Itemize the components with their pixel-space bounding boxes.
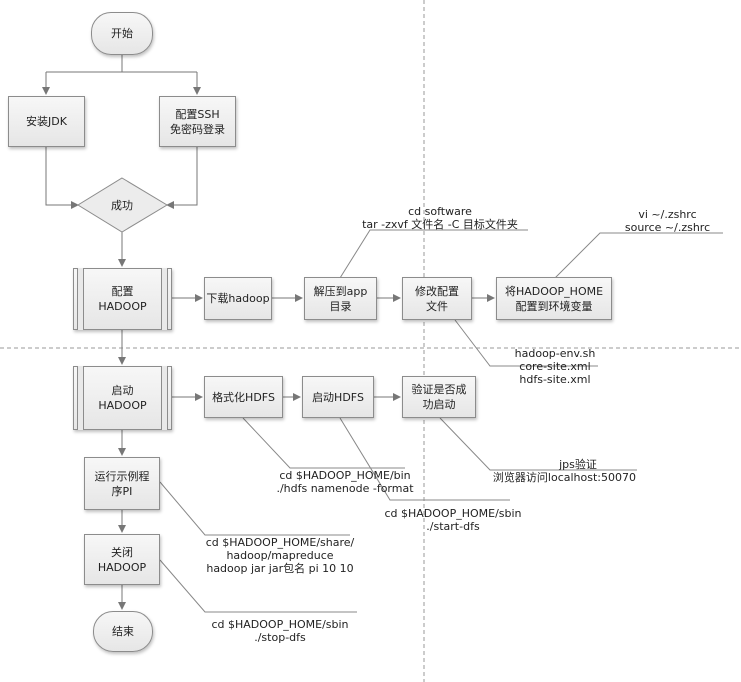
start-hadoop-line2: HADOOP <box>98 399 147 412</box>
edge-ssh-success <box>166 147 198 209</box>
note-start-line1: cd $HADOOP_HOME/sbin <box>384 507 522 520</box>
start-hadoop-line1: 启动 <box>111 384 134 397</box>
stop-hadoop-node: 关闭 HADOOP <box>84 534 160 585</box>
note-start-line2: ./start-dfs <box>426 520 480 533</box>
note-config-line1: hadoop-env.sh <box>514 347 596 360</box>
note-format-line2: ./hdfs namenode -format <box>276 482 414 495</box>
note-stop-line2: ./stop-dfs <box>254 631 306 644</box>
note-runpi-line3: hadoop jar jar包名 pi 10 10 <box>206 562 354 575</box>
start-label: 开始 <box>111 27 133 40</box>
format-hdfs-node: 格式化HDFS <box>204 376 283 418</box>
ssh-label-line2: 免密码登录 <box>170 122 225 136</box>
callout-stop <box>159 559 357 613</box>
note-unzip-line2: tar -zxvf 文件名 -C 目标文件夹 <box>362 218 518 231</box>
modify-line1: 修改配置 <box>415 284 459 298</box>
note-config-line2: core-site.xml <box>519 360 591 373</box>
run-pi-node: 运行示例程 序PI <box>84 457 160 510</box>
callout-unzip <box>339 229 528 279</box>
note-format-line1: cd $HADOOP_HOME/bin <box>279 469 411 482</box>
note-verify-cmd: jps验证 浏览器访问localhost:50070 <box>470 458 636 484</box>
modify-config-node: 修改配置 文件 <box>402 277 472 320</box>
edge-jdk-success <box>45 147 79 209</box>
format-hdfs-label: 格式化HDFS <box>212 390 275 404</box>
note-config-line3: hdfs-site.xml <box>519 373 591 386</box>
verify-node: 验证是否成 功启动 <box>402 376 476 418</box>
end-node: 结束 <box>93 611 153 652</box>
note-runpi-line2: hadoop/mapreduce <box>226 549 334 562</box>
success-label: 成功 <box>111 199 133 212</box>
callout-env <box>554 232 723 279</box>
callout-starthdfs <box>339 417 510 501</box>
note-env-line2: source ~/.zshrc <box>624 221 711 234</box>
end-label: 结束 <box>112 625 134 638</box>
verify-line1: 验证是否成 <box>411 383 467 396</box>
note-unzip-cmd: cd software tar -zxvf 文件名 -C 目标文件夹 <box>355 205 525 231</box>
note-env-line1: vi ~/.zshrc <box>638 208 697 221</box>
note-env-cmd: vi ~/.zshrc source ~/.zshrc <box>605 208 730 234</box>
modify-line2: 文件 <box>426 299 448 313</box>
stop-hadoop-line1: 关闭 <box>111 545 133 559</box>
run-pi-line1: 运行示例程 <box>94 469 150 483</box>
install-jdk-node: 安装JDK <box>8 96 85 147</box>
note-start-cmd: cd $HADOOP_HOME/sbin ./start-dfs <box>383 507 523 533</box>
callout-verify <box>439 417 637 471</box>
set-env-line1: 将HADOOP_HOME <box>504 284 604 298</box>
start-node: 开始 <box>91 12 153 55</box>
start-hdfs-node: 启动HDFS <box>302 376 374 418</box>
note-stop-cmd: cd $HADOOP_HOME/sbin ./stop-dfs <box>200 618 360 644</box>
set-env-line2: 配置到环境变量 <box>515 299 593 313</box>
ssh-label-line1: 配置SSH <box>175 107 220 121</box>
start-hadoop-node: 启动 HADOOP <box>73 366 172 430</box>
install-jdk-label: 安装JDK <box>26 115 67 128</box>
config-hadoop-line2: HADOOP <box>98 300 147 313</box>
unzip-line1: 解压到app <box>313 284 368 298</box>
download-node: 下载hadoop <box>204 277 272 320</box>
config-hadoop-line1: 配置 <box>111 285 134 298</box>
note-runpi-line1: cd $HADOOP_HOME/share/ <box>205 536 355 549</box>
note-verify-line1: jps验证 <box>559 458 597 471</box>
start-hdfs-label: 启动HDFS <box>312 390 364 404</box>
run-pi-line2: 序PI <box>111 484 133 498</box>
callout-format <box>242 417 405 469</box>
callout-runpi <box>159 481 350 536</box>
note-format-cmd: cd $HADOOP_HOME/bin ./hdfs namenode -for… <box>270 469 420 495</box>
note-verify-line2: 浏览器访问localhost:50070 <box>492 471 636 484</box>
unzip-line2: 目录 <box>329 299 352 313</box>
decision-diamond <box>77 177 168 233</box>
ssh-node: 配置SSH 免密码登录 <box>159 96 236 147</box>
verify-line2: 功启动 <box>422 398 456 411</box>
stop-hadoop-line2: HADOOP <box>97 560 147 574</box>
set-env-node: 将HADOOP_HOME 配置到环境变量 <box>496 277 612 320</box>
config-hadoop-node: 配置 HADOOP <box>73 268 172 330</box>
download-label: 下载hadoop <box>206 292 270 305</box>
unzip-node: 解压到app 目录 <box>304 277 377 320</box>
note-runpi-cmd: cd $HADOOP_HOME/share/ hadoop/mapreduce … <box>200 536 360 575</box>
note-unzip-line1: cd software <box>408 205 472 218</box>
edge-start-branch <box>46 55 197 73</box>
note-stop-line1: cd $HADOOP_HOME/sbin <box>211 618 349 631</box>
note-config-files: hadoop-env.sh core-site.xml hdfs-site.xm… <box>505 347 605 386</box>
callout-modify <box>454 319 598 367</box>
